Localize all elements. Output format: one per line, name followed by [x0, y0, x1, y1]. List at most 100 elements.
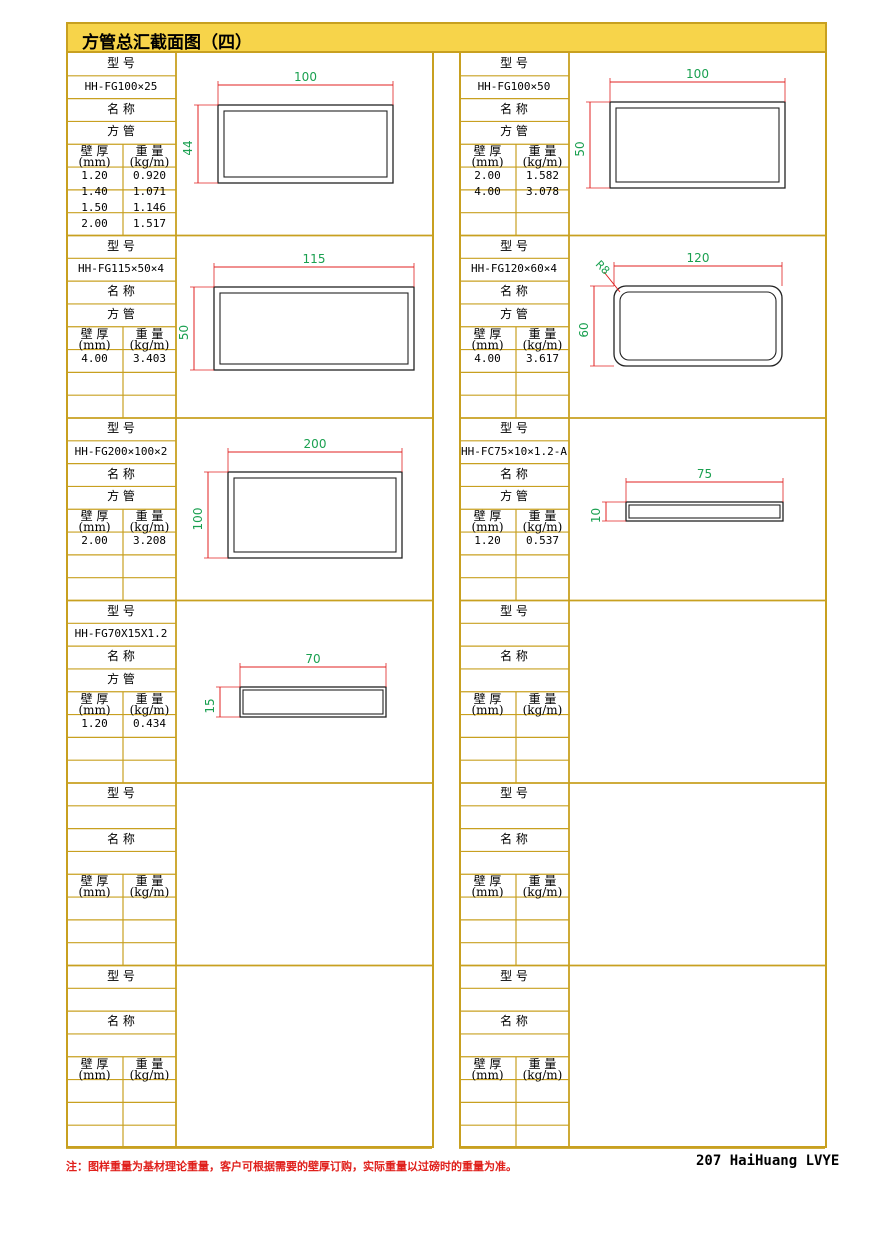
section-outer-outline [609, 101, 786, 189]
height-dimension: 44 [181, 140, 195, 155]
wall-thickness-unit: (mm) [78, 885, 111, 900]
weight-unit: (kg/m) [522, 520, 563, 535]
wall-thickness-unit: (mm) [78, 702, 111, 717]
height-dimension: 10 [589, 508, 603, 523]
height-dimension: 50 [573, 141, 587, 156]
wall-thickness-label: 壁 厚 [80, 691, 109, 706]
weight-label: 重 量 [528, 326, 557, 341]
section-outer-outline [217, 104, 394, 184]
weight-label: 重 量 [135, 874, 164, 889]
name-label: 名 称 [500, 101, 528, 116]
wall-thickness-label: 壁 厚 [473, 326, 502, 341]
wall-thickness-unit: (mm) [78, 337, 111, 352]
weight-value: 1.071 [132, 185, 167, 199]
section-outer-outline [227, 471, 403, 559]
wall-thickness-label: 壁 厚 [473, 144, 502, 159]
section-outer-outline [213, 286, 415, 371]
model-label: 型 号 [107, 603, 135, 618]
weight-value: 0.434 [132, 716, 167, 730]
wall-thickness-label: 壁 厚 [80, 509, 109, 524]
width-dimension: 100 [686, 67, 709, 81]
wall-thickness-value: 1.20 [474, 534, 501, 548]
wall-thickness-value: 2.00 [81, 534, 108, 548]
weight-label: 重 量 [135, 326, 164, 341]
weight-unit: (kg/m) [129, 885, 170, 900]
wall-thickness-unit: (mm) [471, 1067, 504, 1082]
model-label: 型 号 [107, 56, 135, 70]
weight-value: 3.403 [132, 351, 167, 365]
section-inner-outline [233, 477, 397, 553]
name-label: 名 称 [500, 649, 528, 664]
weight-value: 0.537 [525, 534, 560, 548]
weight-value: 1.582 [525, 169, 560, 183]
wall-thickness-unit: (mm) [471, 885, 504, 900]
section-inner-outline [242, 689, 384, 715]
weight-unit: (kg/m) [129, 337, 170, 352]
wall-thickness-unit: (mm) [471, 155, 504, 170]
model-label: 型 号 [107, 786, 135, 800]
weight-value: 3.617 [525, 351, 560, 365]
wall-thickness-value: 4.00 [474, 185, 501, 199]
model-label: 型 号 [500, 421, 528, 435]
weight-unit: (kg/m) [522, 885, 563, 900]
weight-label: 重 量 [528, 509, 557, 524]
wall-thickness-label: 壁 厚 [473, 691, 502, 706]
model-label: 型 号 [107, 421, 135, 435]
weight-value: 3.078 [525, 185, 560, 199]
model-value: HH-FG70X15X1.2 [74, 627, 168, 641]
wall-thickness-unit: (mm) [471, 337, 504, 352]
width-dimension: 115 [303, 252, 326, 266]
model-value: HH-FG100×25 [84, 79, 158, 93]
section-outer-outline [613, 285, 783, 367]
wall-thickness-unit: (mm) [471, 702, 504, 717]
weight-value: 0.920 [132, 169, 167, 183]
weight-label: 重 量 [135, 144, 164, 159]
name-value: 方 管 [500, 124, 528, 139]
name-label: 名 称 [500, 284, 528, 299]
width-dimension: 75 [697, 467, 712, 481]
wall-thickness-value: 2.00 [81, 216, 108, 230]
weight-value: 1.146 [132, 201, 167, 214]
weight-label: 重 量 [528, 144, 557, 159]
section-inner-outline [219, 292, 409, 365]
wall-thickness-value: 1.50 [81, 201, 108, 214]
weight-value: 3.208 [132, 534, 167, 548]
name-value: 方 管 [500, 306, 528, 321]
wall-thickness-value: 1.20 [81, 169, 108, 183]
weight-label: 重 量 [528, 1056, 557, 1071]
wall-thickness-label: 壁 厚 [473, 1056, 502, 1071]
wall-thickness-label: 壁 厚 [473, 874, 502, 889]
model-label: 型 号 [500, 238, 528, 253]
weight-label: 重 量 [135, 1056, 164, 1071]
model-value: HH-FC75×10×1.2-A [461, 444, 567, 458]
name-label: 名 称 [107, 284, 135, 299]
model-value: HH-FG200×100×2 [74, 444, 168, 458]
section-inner-outline [223, 110, 388, 178]
width-dimension: 200 [304, 437, 327, 451]
section-outer-outline [625, 501, 784, 522]
name-value: 方 管 [500, 489, 528, 504]
width-dimension: 120 [687, 251, 710, 265]
name-label: 名 称 [107, 101, 135, 116]
wall-thickness-label: 壁 厚 [80, 874, 109, 889]
height-dimension: 15 [203, 698, 217, 713]
width-dimension: 100 [294, 70, 317, 84]
wall-thickness-value: 1.20 [81, 716, 108, 730]
model-value: HH-FG120×60×4 [470, 262, 558, 276]
wall-thickness-value: 4.00 [474, 351, 501, 365]
wall-thickness-unit: (mm) [471, 520, 504, 535]
wall-thickness-label: 壁 厚 [80, 326, 109, 341]
name-label: 名 称 [107, 1014, 135, 1029]
weight-value: 1.517 [132, 216, 167, 230]
model-value: HH-FG100×50 [477, 79, 551, 93]
wall-thickness-label: 壁 厚 [473, 509, 502, 524]
section-outer-outline [239, 686, 387, 718]
weight-label: 重 量 [135, 509, 164, 524]
radius-dimension: R8 [593, 258, 613, 278]
weight-unit: (kg/m) [129, 702, 170, 717]
weight-unit: (kg/m) [522, 155, 563, 170]
weight-unit: (kg/m) [129, 1067, 170, 1082]
footer-page-number: 207 HaiHuang LVYE [696, 1153, 840, 1169]
name-value: 方 管 [107, 671, 135, 686]
